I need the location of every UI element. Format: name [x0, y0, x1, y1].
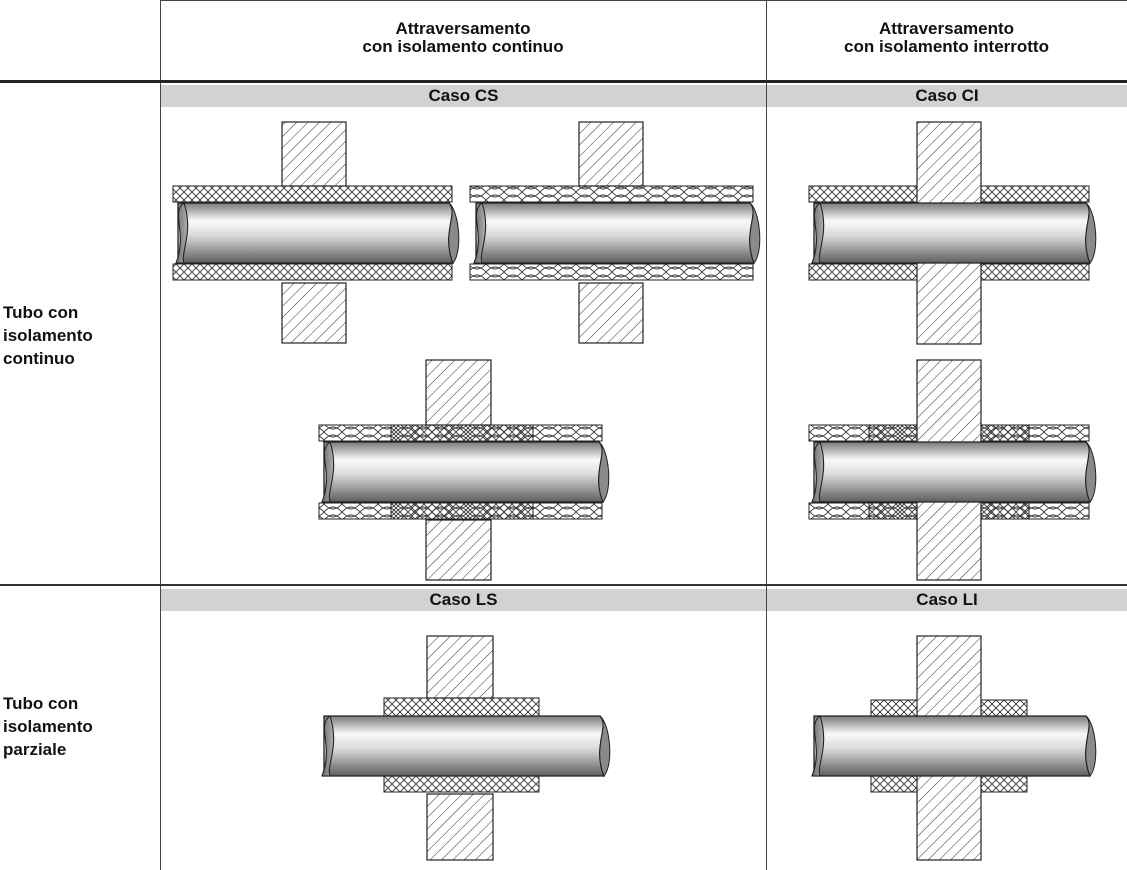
- grid-line-left: [160, 0, 161, 870]
- pipe-ls: [323, 715, 605, 777]
- insulation-ci1-top-left: [808, 185, 918, 203]
- wall-ls-bottom: [426, 793, 494, 861]
- pipe-ci2-right-end: [1085, 441, 1097, 503]
- insulation-li-bottom-right: [980, 775, 1028, 793]
- pipe-li: [813, 715, 1091, 777]
- pipe-cs1-right-end: [448, 202, 460, 264]
- pipe-ci2-left-end: [811, 441, 825, 503]
- grid-line-mid: [766, 0, 767, 870]
- pipe-ci1-right-end: [1085, 202, 1097, 264]
- pipe-li-left-end: [811, 715, 825, 777]
- insulation-ls-bottom: [383, 775, 540, 793]
- wall-cs3-top: [425, 359, 492, 426]
- insulation-cs3-top-mid: [390, 424, 534, 442]
- column-header-interrupted-line1: Attraversamento: [878, 19, 1015, 38]
- pipe-cs3: [323, 441, 604, 503]
- pipe-cs3-right-end: [598, 441, 610, 503]
- insulation-ci1-bottom-right: [980, 263, 1090, 281]
- insulation-li-top-right: [980, 699, 1028, 717]
- insulation-cs3-bottom-mid: [390, 502, 534, 520]
- row-label-continuous: Tubo con isolamento continuo: [3, 301, 153, 370]
- insulation-cs2-top: [469, 185, 754, 203]
- insulation-ls-top: [383, 697, 540, 717]
- column-header-continuous-line1: Attraversamento: [395, 19, 531, 38]
- row-label-partial-line2: isolamento: [3, 717, 93, 736]
- column-header-continuous: Attraversamento con isolamento continuo: [160, 20, 766, 56]
- row-label-continuous-line3: continuo: [3, 349, 75, 368]
- wall-cs3-bottom: [425, 519, 492, 581]
- case-band-cs: Caso CS: [161, 85, 766, 107]
- wall-cs1-top: [281, 121, 347, 187]
- wall-cs2-top: [578, 121, 644, 187]
- insulation-li-bottom-left: [870, 775, 918, 793]
- grid-top-line: [160, 0, 1127, 1]
- column-header-interrupted: Attraversamento con isolamento interrott…: [766, 20, 1127, 56]
- pipe-cs2-right-end: [749, 202, 761, 264]
- insulation-ci1-bottom-left: [808, 263, 918, 281]
- row-label-partial: Tubo con isolamento parziale: [3, 692, 153, 761]
- row-label-continuous-line2: isolamento: [3, 326, 93, 345]
- pipe-cs2: [475, 202, 755, 264]
- wall-ls-top: [426, 635, 494, 699]
- case-band-ls: Caso LS: [161, 589, 766, 611]
- insulation-cs1-bottom: [172, 263, 453, 281]
- insulation-ci2-bottom-left-inner: [868, 502, 918, 520]
- header-bottom-rule: [0, 80, 1127, 83]
- insulation-ci2-top-left-inner: [868, 424, 918, 442]
- pipe-cs2-left-end: [473, 202, 487, 264]
- pipe-cs3-left-end: [321, 441, 335, 503]
- pipe-cs1: [177, 202, 454, 264]
- wall-cs1-bottom: [281, 282, 347, 344]
- row-label-continuous-line1: Tubo con: [3, 303, 79, 322]
- column-header-continuous-line2: con isolamento continuo: [362, 37, 564, 56]
- insulation-ci2-bottom-right-inner: [980, 502, 1030, 520]
- insulation-li-top-left: [870, 699, 918, 717]
- row-label-partial-line3: parziale: [3, 740, 67, 759]
- wall-cs2-bottom: [578, 282, 644, 344]
- row-label-partial-line1: Tubo con: [3, 694, 79, 713]
- pipe-li-right-end: [1085, 715, 1097, 777]
- insulation-ci1-top-right: [980, 185, 1090, 203]
- insulation-cs1-top: [172, 185, 453, 203]
- pipe-ls-right-end: [599, 715, 611, 777]
- insulation-cs2-bottom: [469, 263, 754, 281]
- pipe-cs1-left-end: [175, 202, 189, 264]
- row-separator: [0, 584, 1127, 586]
- pipe-ls-left-end: [321, 715, 335, 777]
- pipe-ci1: [813, 202, 1091, 264]
- column-header-interrupted-line2: con isolamento interrotto: [844, 37, 1049, 56]
- insulation-ci2-top-right-inner: [980, 424, 1030, 442]
- pipe-ci1-left-end: [811, 202, 825, 264]
- case-band-ci: Caso CI: [767, 85, 1127, 107]
- case-band-li: Caso LI: [767, 589, 1127, 611]
- pipe-ci2: [813, 441, 1091, 503]
